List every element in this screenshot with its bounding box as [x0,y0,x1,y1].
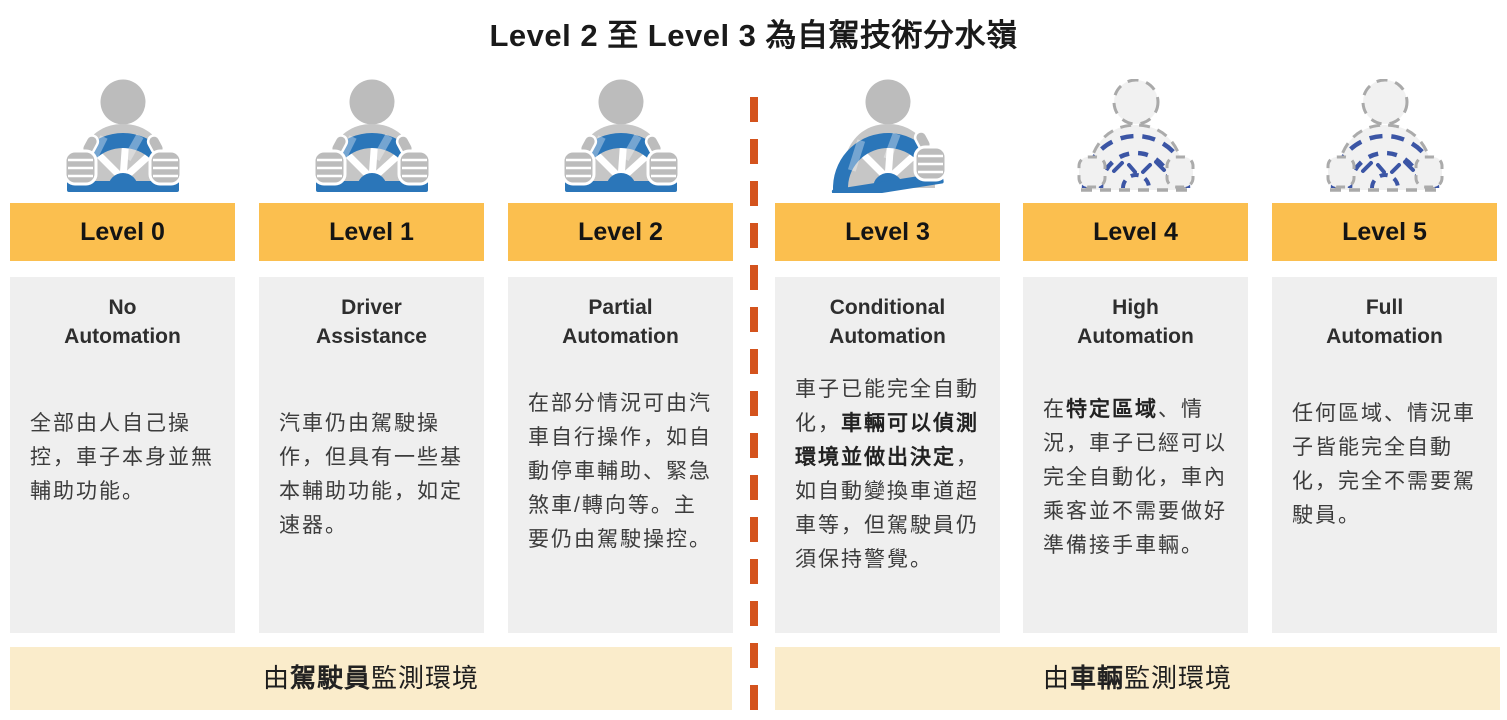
automation-name-en: Full Automation [1326,296,1443,348]
level-description: 車子已能完全自動化，車輛可以偵測環境並做出決定，如自動變換車道超車等，但駕駛員仍… [795,378,979,571]
autonomous-dashed-driver-icon [1272,75,1497,193]
level-5-panel: Full Automation 任何區域、情況車子皆能完全自動化，完全不需要駕駛… [1272,277,1497,633]
level-description: 汽車仍由駕駛操作，但具有一些基本輔助功能，如定速器。 [279,412,463,537]
level-1-panel: Driver Assistance 汽車仍由駕駛操作，但具有一些基本輔助功能，如… [259,277,484,633]
level-0-column: Level 0 No Automation 全部由人自己操控，車子本身並無輔助功… [10,75,235,633]
level-3-column: Level 3 Conditional Automation 車子已能完全自動化… [775,75,1000,633]
automation-name-en: No Automation [64,296,181,348]
automation-name-en: Partial Automation [562,296,679,348]
watershed-divider-line [750,97,758,713]
level-2-column: Level 2 Partial Automation 在部分情況可由汽車自行操作… [508,75,733,633]
level-2-header: Level 2 [508,203,733,261]
automation-name-en: Driver Assistance [316,296,427,348]
level-5-header: Level 5 [1272,203,1497,261]
level-description: 在特定區域、情況，車子已經可以完全自動化，車內乘客並不需要做好準備接手車輛。 [1043,398,1227,557]
level-2-panel: Partial Automation 在部分情況可由汽車自行操作，如自動停車輔助… [508,277,733,633]
automation-name-en: High Automation [1077,296,1194,348]
autonomous-dashed-driver-icon [1023,75,1248,193]
page-title: Level 2 至 Level 3 為自駕技術分水嶺 [489,18,1018,53]
level-description: 任何區域、情況車子皆能完全自動化，完全不需要駕駛員。 [1292,402,1476,527]
automation-name-en: Conditional Automation [829,296,946,348]
level-0-panel: No Automation 全部由人自己操控，車子本身並無輔助功能。 [10,277,235,633]
level-3-header: Level 3 [775,203,1000,261]
level-3-panel: Conditional Automation 車子已能完全自動化，車輛可以偵測環… [775,277,1000,633]
level-5-column: Level 5 Full Automation 任何區域、情況車子皆能完全自動化… [1272,75,1497,633]
level-description: 在部分情況可由汽車自行操作，如自動停車輔助、緊急煞車/轉向等。主要仍由駕駛操控。 [528,392,712,551]
level-4-column: Level 4 High Automation 在特定區域、情況，車子已經可以完… [1023,75,1248,633]
driver-hands-on-wheel-icon [508,75,733,193]
level-1-column: Level 1 Driver Assistance 汽車仍由駕駛操作，但具有一些… [259,75,484,633]
driver-hands-on-wheel-icon [10,75,235,193]
driver-one-hand-on-wheel-icon [775,75,1000,193]
level-description: 全部由人自己操控，車子本身並無輔助功能。 [30,412,214,503]
level-1-header: Level 1 [259,203,484,261]
vehicle-monitors-environment-banner: 由車輛監測環境 [775,647,1500,710]
level-4-panel: High Automation 在特定區域、情況，車子已經可以完全自動化，車內乘… [1023,277,1248,633]
level-4-header: Level 4 [1023,203,1248,261]
driver-monitors-environment-banner: 由駕駛員監測環境 [10,647,732,710]
level-0-header: Level 0 [10,203,235,261]
driver-hands-on-wheel-icon [259,75,484,193]
